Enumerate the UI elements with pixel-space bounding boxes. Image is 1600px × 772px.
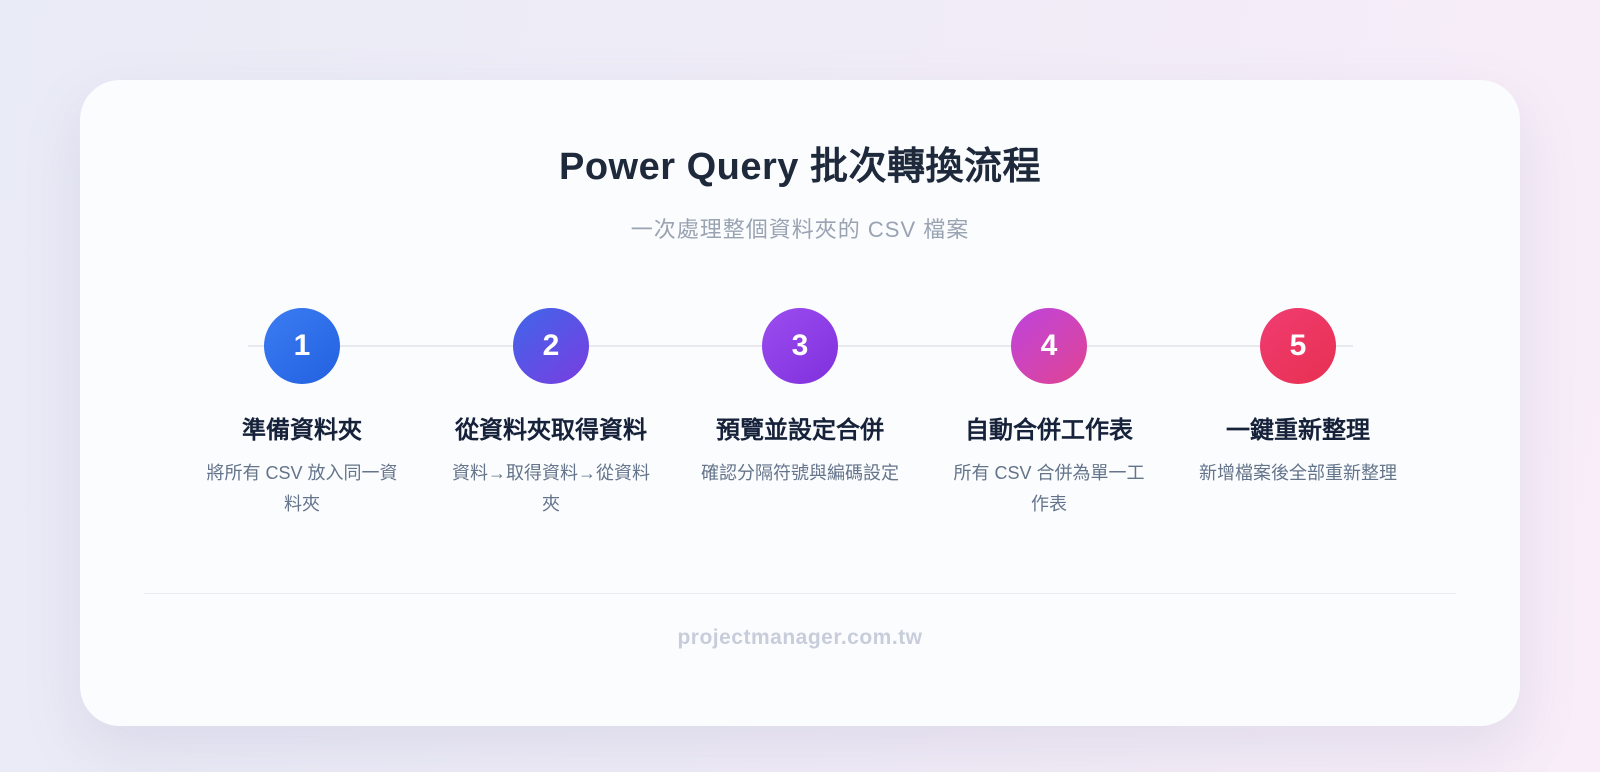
step-item-4: 4 自動合併工作表 所有 CSV 合併為單一工作表 [925,307,1174,521]
site-watermark: projectmanager.com.tw [677,625,923,649]
step-number-badge: 1 [264,307,340,384]
step-description: 資料→取得資料→從資料夾 [452,462,650,515]
step-item-1: 1 準備資料夾 將所有 CSV 放入同一資料夾 [178,307,427,521]
page-title: Power Query 批次轉換流程 [559,146,1041,188]
page-subtitle: 一次處理整個資料夾的 CSV 檔案 [630,216,970,242]
step-title: 預覽並設定合併 [716,416,884,444]
step-number-badge: 3 [762,307,838,384]
step-title: 自動合併工作表 [965,416,1133,444]
step-description: 確認分隔符號與編碼設定 [701,462,899,483]
step-title: 準備資料夾 [242,416,362,444]
step-item-3: 3 預覽並設定合併 確認分隔符號與編碼設定 [676,307,925,521]
step-number-badge: 2 [513,307,589,384]
step-title: 一鍵重新整理 [1226,416,1370,444]
process-steps-row: 1 準備資料夾 將所有 CSV 放入同一資料夾 2 從資料夾取得資料 資料→取得… [178,307,1423,521]
footer-divider [144,592,1456,594]
step-number-badge: 4 [1011,307,1087,384]
step-description: 新增檔案後全部重新整理 [1199,462,1397,483]
step-number-badge: 5 [1260,307,1336,384]
step-title: 從資料夾取得資料 [455,416,647,444]
infographic-card: Power Query 批次轉換流程 一次處理整個資料夾的 CSV 檔案 1 準… [80,80,1520,726]
step-item-5: 5 一鍵重新整理 新增檔案後全部重新整理 [1174,307,1423,521]
step-description: 將所有 CSV 放入同一資料夾 [206,462,398,515]
step-item-2: 2 從資料夾取得資料 資料→取得資料→從資料夾 [427,307,676,521]
step-description: 所有 CSV 合併為單一工作表 [953,462,1145,515]
